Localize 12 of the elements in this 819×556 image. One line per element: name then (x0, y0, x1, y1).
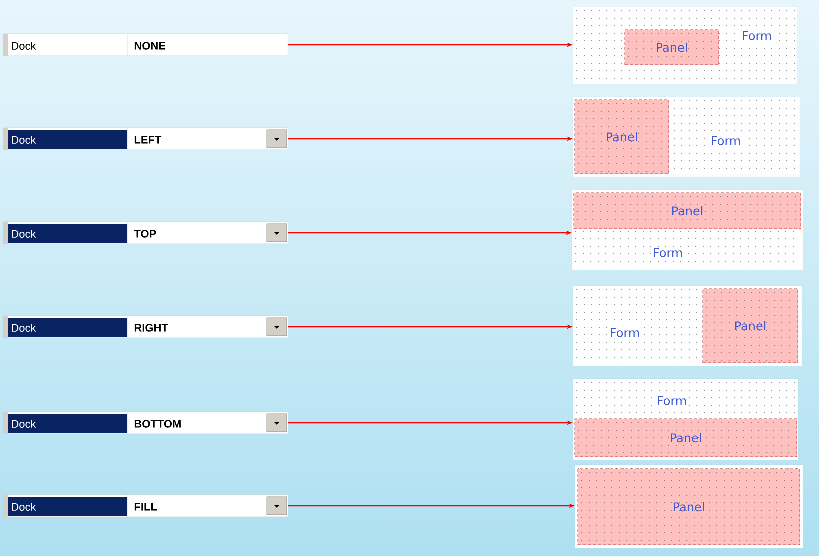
panel-box: Panel (574, 100, 670, 174)
panel-box: Panel (578, 468, 800, 546)
panel-box: Panel (574, 192, 802, 230)
panel-box: Panel (624, 30, 720, 66)
property-row: Dock NONE (3, 34, 288, 56)
panel-box: Panel (702, 288, 798, 364)
property-row: Dock BOTTOM (3, 412, 288, 434)
property-row: Dock LEFT (3, 128, 288, 150)
property-row: Dock RIGHT (3, 316, 288, 338)
panel-box: Panel (574, 418, 798, 458)
property-row: Dock TOP (3, 222, 288, 244)
property-row: Dock FILL (3, 494, 288, 518)
